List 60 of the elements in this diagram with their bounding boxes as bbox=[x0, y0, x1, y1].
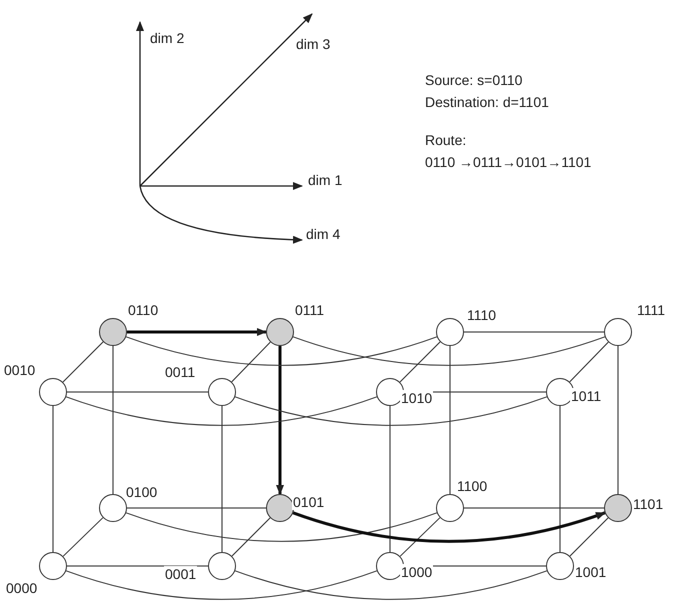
connector-line bbox=[231, 517, 271, 557]
node-label: 1011 bbox=[570, 388, 602, 404]
node-label: 1001 bbox=[574, 564, 608, 580]
node-circle bbox=[436, 494, 464, 522]
node-circle bbox=[604, 494, 632, 522]
arrow bbox=[292, 511, 606, 543]
info-text: Destination: d=1101 bbox=[425, 94, 549, 110]
axis-label: dim 4 bbox=[306, 226, 340, 242]
connector-line bbox=[126, 512, 438, 542]
connector-line bbox=[400, 517, 440, 557]
node-label: 0111 bbox=[294, 302, 326, 318]
node-label: 0011 bbox=[164, 364, 196, 380]
connector-line bbox=[399, 341, 441, 383]
arrow bbox=[276, 346, 284, 495]
node-label: 1101 bbox=[632, 496, 664, 512]
connector-line bbox=[52, 406, 54, 552]
node-circle bbox=[208, 378, 236, 406]
node-circle bbox=[376, 552, 404, 580]
node-circle bbox=[546, 378, 574, 406]
node-circle bbox=[39, 378, 67, 406]
node-label: 0000 bbox=[5, 580, 38, 596]
info-text: Source: s=0110 bbox=[425, 72, 522, 88]
node-circle bbox=[436, 318, 464, 346]
arrow bbox=[127, 328, 267, 336]
connector-line bbox=[62, 517, 104, 557]
node-circle bbox=[376, 378, 404, 406]
connector-line bbox=[126, 336, 438, 366]
axis-label: dim 3 bbox=[296, 36, 330, 52]
connector-line bbox=[66, 570, 378, 600]
connector-line bbox=[292, 336, 606, 366]
route-text: 0110 →0111→0101→1101 bbox=[425, 154, 592, 170]
connector-line bbox=[231, 342, 271, 382]
node-label: 0101 bbox=[292, 494, 326, 510]
node-label: 0001 bbox=[164, 566, 198, 582]
node-label: 1100 bbox=[456, 478, 488, 494]
node-label: 0100 bbox=[125, 484, 158, 500]
node-label: 0010 bbox=[3, 362, 36, 378]
node-label: 1000 bbox=[400, 564, 434, 580]
connector-line bbox=[66, 396, 378, 426]
node-label: 1010 bbox=[400, 390, 434, 406]
node-label: 0110 bbox=[127, 302, 160, 318]
connector-line bbox=[112, 346, 114, 494]
connector-line bbox=[234, 570, 548, 600]
node-label: 1111 bbox=[636, 302, 666, 318]
node-circle bbox=[39, 552, 67, 580]
connector-line bbox=[62, 341, 104, 383]
info-text: Route: bbox=[425, 132, 466, 148]
connector-line bbox=[234, 396, 548, 426]
node-circle bbox=[546, 552, 574, 580]
node-circle bbox=[208, 552, 236, 580]
axis-label: dim 1 bbox=[308, 172, 342, 188]
connector-line bbox=[569, 342, 609, 382]
node-circle bbox=[266, 494, 294, 522]
connector-line bbox=[569, 517, 609, 557]
node-circle bbox=[604, 318, 632, 346]
axis-label: dim 2 bbox=[150, 30, 184, 46]
node-circle bbox=[266, 318, 294, 346]
node-label: 1110 bbox=[466, 307, 498, 323]
node-circle bbox=[99, 494, 127, 522]
node-circle bbox=[99, 318, 127, 346]
